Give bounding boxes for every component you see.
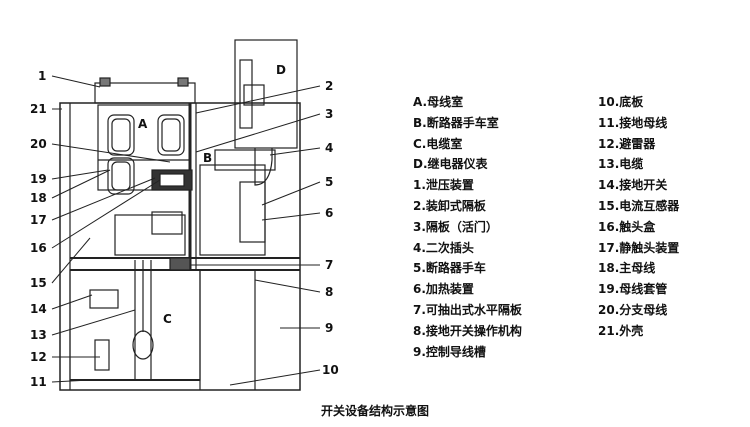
callout-16: 16 bbox=[30, 241, 47, 255]
legend-item: 11.接地母线 bbox=[598, 115, 668, 130]
area-label-c: C bbox=[163, 312, 172, 326]
legend-item: 4.二次插头 bbox=[413, 240, 474, 255]
callout-20: 20 bbox=[30, 137, 47, 151]
legend-item: D.继电器仪表 bbox=[413, 157, 488, 172]
callout-9: 9 bbox=[325, 321, 333, 335]
callout-19: 19 bbox=[30, 172, 47, 186]
callout-11: 11 bbox=[30, 375, 47, 389]
legend-item: 10.底板 bbox=[598, 95, 644, 109]
legend-item: 9.控制导线槽 bbox=[413, 344, 486, 359]
area-label-d: D bbox=[276, 63, 286, 77]
legend-item: 3.隔板（活门） bbox=[413, 219, 498, 234]
area-label-b: B bbox=[203, 151, 212, 165]
legend-item: 7.可抽出式水平隔板 bbox=[413, 302, 522, 317]
callout-6: 6 bbox=[325, 206, 333, 220]
callout-21: 21 bbox=[30, 102, 47, 116]
legend-item: 14.接地开关 bbox=[598, 178, 668, 193]
legend-item: 6.加热装置 bbox=[413, 282, 474, 297]
callout-13: 13 bbox=[30, 328, 47, 342]
diagram-caption: 开关设备结构示意图 bbox=[320, 404, 429, 418]
callout-3: 3 bbox=[325, 107, 333, 121]
legend-item: 21.外壳 bbox=[598, 323, 644, 338]
callout-18: 18 bbox=[30, 191, 47, 205]
callout-15: 15 bbox=[30, 276, 47, 290]
callout-12: 12 bbox=[30, 350, 47, 364]
callout-14: 14 bbox=[30, 302, 47, 316]
legend-item: 8.接地开关操作机构 bbox=[413, 323, 522, 338]
legend-left: A.母线室 B.断路器手车室 C.电缆室 D.继电器仪表 1.泄压装置 2.装卸… bbox=[413, 92, 522, 362]
legend-item: 20.分支母线 bbox=[598, 302, 668, 317]
callout-8: 8 bbox=[325, 285, 333, 299]
legend-item: 17.静触头装置 bbox=[598, 240, 680, 255]
legend-item: 12.避雷器 bbox=[598, 136, 656, 151]
legend-item: 2.装卸式隔板 bbox=[413, 198, 486, 213]
legend-right: 10.底板 11.接地母线 12.避雷器 13.电缆 14.接地开关 15.电流… bbox=[598, 92, 679, 342]
callout-4: 4 bbox=[325, 141, 333, 155]
callout-1: 1 bbox=[38, 69, 46, 83]
callout-5: 5 bbox=[325, 175, 333, 189]
legend-item: A.母线室 bbox=[413, 95, 464, 109]
area-label-a: A bbox=[138, 117, 148, 131]
callout-7: 7 bbox=[325, 258, 333, 272]
legend-item: 15.电流互感器 bbox=[598, 198, 680, 213]
callout-17: 17 bbox=[30, 213, 47, 227]
callout-2: 2 bbox=[325, 79, 333, 93]
legend-item: B.断路器手车室 bbox=[413, 115, 499, 130]
legend-item: 13.电缆 bbox=[598, 157, 644, 172]
legend-item: 19.母线套管 bbox=[598, 282, 668, 297]
legend-item: 5.断路器手车 bbox=[413, 261, 486, 276]
legend-item: C.电缆室 bbox=[413, 136, 463, 151]
legend-item: 16.触头盒 bbox=[598, 219, 656, 234]
callout-10: 10 bbox=[322, 363, 339, 377]
legend-item: 1.泄压装置 bbox=[413, 178, 474, 193]
legend-item: 18.主母线 bbox=[598, 261, 656, 276]
relay-compartment bbox=[234, 39, 298, 149]
